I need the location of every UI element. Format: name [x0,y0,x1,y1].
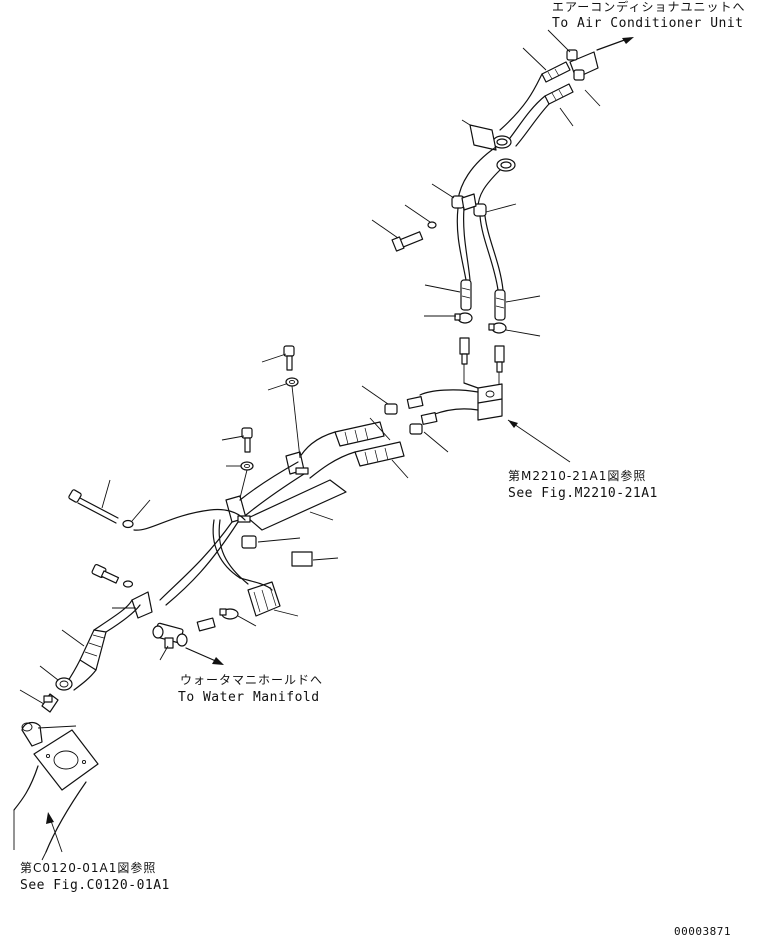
water-manifold-label-en: To Water Manifold [178,690,320,705]
water-manifold-branch [152,519,299,665]
drawing-number: 00003871 [674,925,731,938]
water-manifold-label-jp: ウォータマニホールドへ [180,673,324,687]
middle-hose-section [221,345,449,567]
left-hose-section [13,479,246,861]
ac-hoses [371,73,550,386]
ac-unit-label-jp: エアーコンディショナユニットへ [552,0,746,14]
fig-m2210-ref-jp: 第M2210-21A1図参照 [508,469,647,483]
fig-c0120-ref-jp: 第C0120-01A1図参照 [20,861,157,875]
ac-unit-label-en: To Air Conditioner Unit [552,16,744,31]
fig-c0120-ref-en: See Fig.C0120-01A1 [20,878,170,893]
fig-m2210-ref-en: See Fig.M2210-21A1 [508,486,658,501]
ac-unit-connection [522,29,634,127]
valve-block [419,382,571,463]
